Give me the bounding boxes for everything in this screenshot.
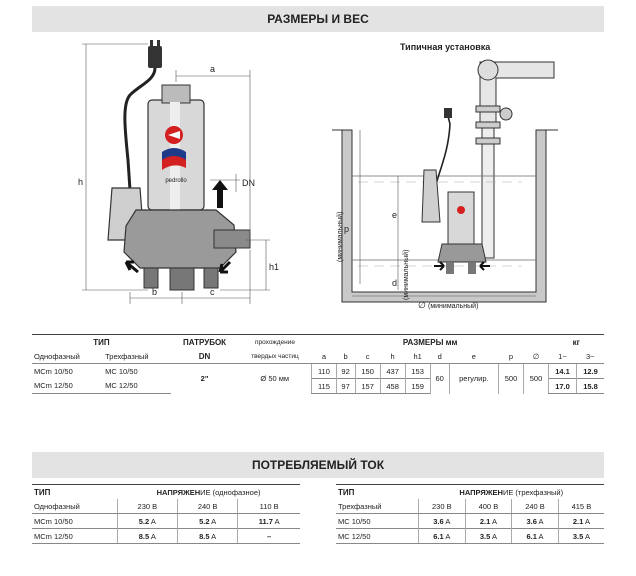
table-row: MCm 10/50 MC 10/50 2" Ø 50 мм 110 92 150…: [32, 363, 604, 394]
single-phase-current-table: ТИП НАПРЯЖЕНИЕ (однофазное) Однофазный 2…: [32, 484, 300, 544]
svg-text:∅: ∅: [418, 300, 426, 310]
svg-text:p: p: [344, 224, 349, 234]
svg-text:c: c: [210, 287, 215, 297]
pump-dimension-drawing: pedrollo DN a h h1 b c: [78, 40, 279, 304]
svg-text:b: b: [152, 287, 157, 297]
valve-handwheel-icon: [499, 107, 513, 121]
svg-text:e: e: [392, 210, 397, 220]
table-row: MCm 12/50 MC 12/50 115 97 157 458 159 17…: [32, 378, 604, 394]
table-row: MC 12/50 6.1 A 3.5 A 6.1 A 3.5 A: [336, 528, 604, 544]
table-subheader-row: Однофазный Трехфазный DN твердых частиц …: [32, 349, 604, 364]
installation-title: Типичная установка: [400, 42, 491, 52]
svg-text:DN: DN: [242, 178, 255, 188]
dimensions-section-title: РАЗМЕРЫ И ВЕС: [32, 6, 604, 32]
svg-text:(минимальный): (минимальный): [428, 302, 478, 310]
current-section-title: ПОТРЕБЛЯЕМЫЙ ТОК: [32, 452, 604, 478]
table-row: MC 10/50 3.6 A 2.1 A 3.6 A 2.1 A: [336, 513, 604, 529]
svg-text:(минимальный): (минимальный): [336, 212, 344, 262]
svg-text:h1: h1: [269, 262, 279, 272]
svg-text:d: d: [392, 278, 397, 288]
table-header-row: ТИП ПАТРУБОК прохождение РАЗМЕРЫ мм кг: [32, 334, 604, 349]
table-row: MCm 12/50 8.5 A 8.5 A –: [32, 528, 300, 544]
dimensions-table: ТИП ПАТРУБОК прохождение РАЗМЕРЫ мм кг О…: [32, 334, 604, 394]
brand-flag-icon: [162, 148, 186, 170]
brand-logo-text: pedrollo: [165, 178, 187, 184]
three-phase-current-table: ТИП НАПРЯЖЕНИЕ (трехфазный) Трехфазный 2…: [336, 484, 604, 544]
installation-drawing: e p (минимальный) d (минимальный) ∅ (мин…: [332, 59, 558, 310]
power-plug-icon: [148, 40, 162, 68]
svg-text:a: a: [210, 64, 215, 74]
svg-text:(минимальный): (минимальный): [402, 250, 410, 300]
svg-text:h: h: [78, 177, 83, 187]
table-row: MCm 10/50 5.2 A 5.2 A 11.7 A: [32, 513, 300, 529]
